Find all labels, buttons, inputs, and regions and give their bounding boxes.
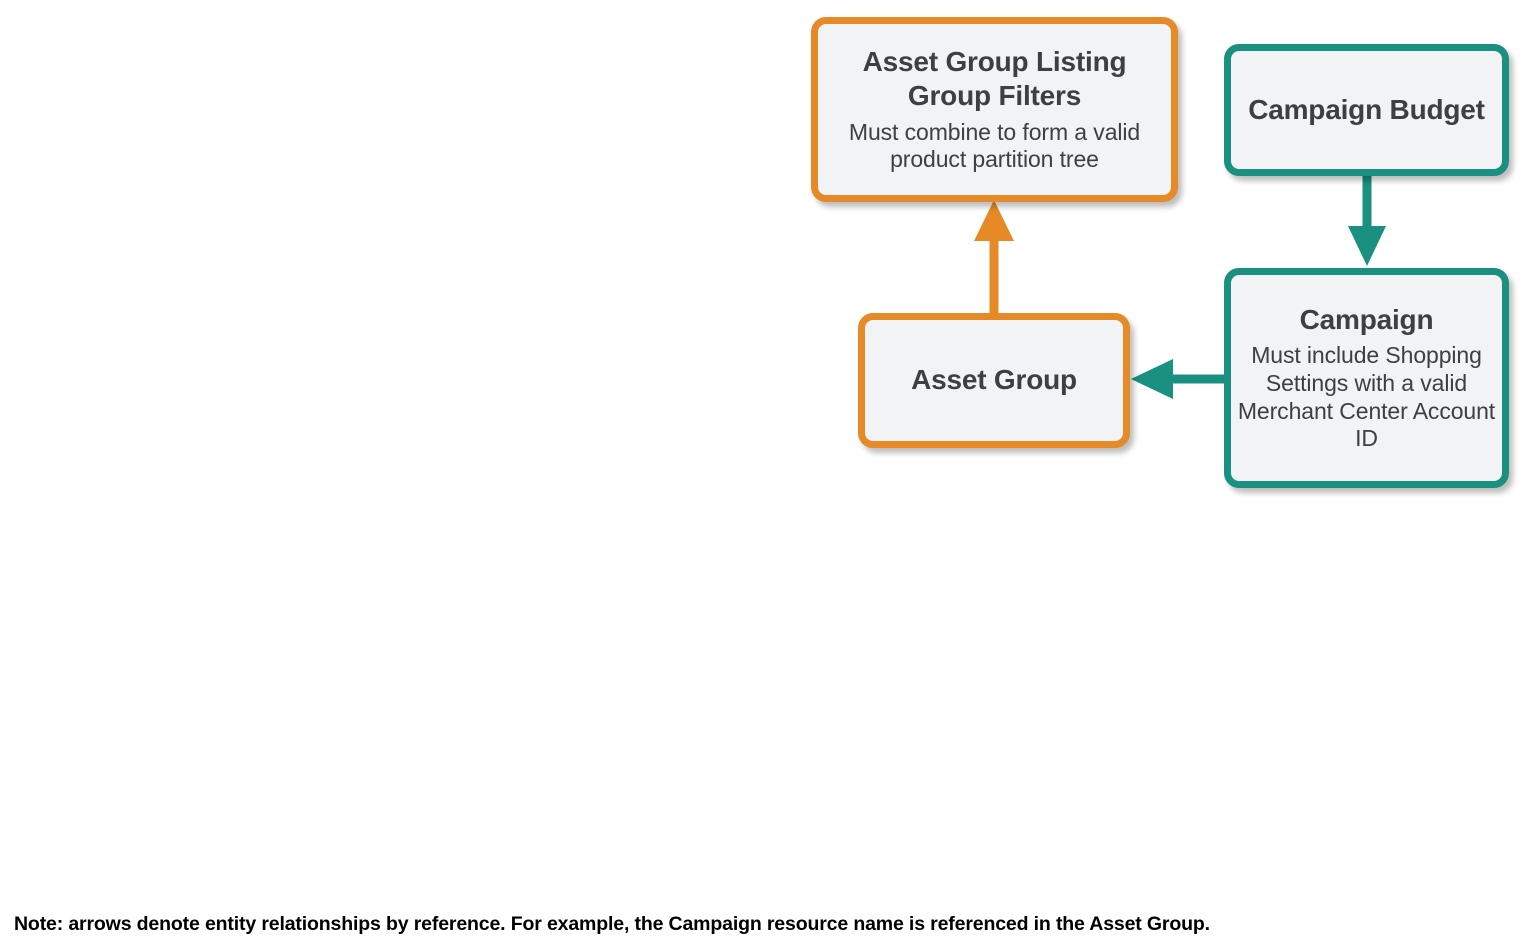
node-campaign-budget[interactable]: Campaign Budget	[1224, 44, 1509, 176]
node-title: Campaign Budget	[1248, 93, 1485, 125]
node-title: Asset Group	[911, 364, 1077, 396]
node-campaign[interactable]: Campaign Must include Shopping Settings …	[1224, 268, 1509, 488]
edge-campaign-budget-to-campaign	[1348, 176, 1386, 266]
node-description: Must combine to form a valid product par…	[848, 118, 1141, 173]
node-title: Asset Group Listing Group Filters	[862, 46, 1127, 112]
diagram-footnote: Note: arrows denote entity relationships…	[14, 913, 1210, 935]
edge-campaign-to-asset-group	[1131, 359, 1224, 399]
edge-campaign-budget-to-campaign-arrowhead	[1348, 226, 1386, 266]
edge-asset-group-to-filters	[974, 200, 1014, 313]
node-description: Must include Shopping Settings with a va…	[1237, 342, 1496, 452]
node-asset-group-listing-group-filters[interactable]: Asset Group Listing Group Filters Must c…	[811, 17, 1178, 202]
edge-campaign-to-asset-group-arrowhead	[1131, 359, 1173, 399]
node-asset-group[interactable]: Asset Group	[858, 313, 1130, 448]
node-title: Campaign	[1299, 304, 1434, 336]
edge-asset-group-to-filters-arrowhead	[974, 200, 1014, 241]
